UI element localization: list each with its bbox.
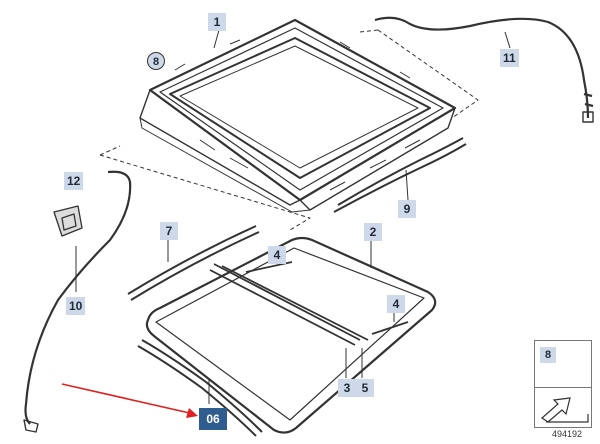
seal-strip-right	[333, 137, 467, 213]
legend-box: 8	[534, 340, 592, 428]
callout-1[interactable]: 1	[208, 13, 226, 31]
direction-arrow-icon	[541, 397, 589, 423]
front-seal	[137, 339, 263, 437]
highlight-arrow	[61, 383, 198, 418]
drain-hose-front	[23, 170, 132, 433]
callout-4-upper[interactable]: 4	[268, 246, 286, 264]
legend-part-number[interactable]: 8	[540, 347, 556, 363]
guide-lines	[99, 29, 479, 231]
leader-lines	[75, 29, 511, 404]
callout-8-circled[interactable]: 8	[147, 52, 165, 70]
callout-5[interactable]: 5	[356, 379, 374, 397]
callout-11[interactable]: 11	[500, 49, 519, 67]
legend-divider	[535, 387, 591, 388]
callout-3[interactable]: 3	[338, 379, 356, 397]
callout-7[interactable]: 7	[160, 222, 178, 240]
drain-hose-rear	[374, 16, 594, 123]
seal-strip-left	[127, 225, 260, 301]
glass-seal	[145, 236, 437, 434]
callout-10[interactable]: 10	[66, 297, 86, 315]
sunroof-frame	[139, 18, 457, 213]
callout-2[interactable]: 2	[364, 223, 382, 241]
callout-9[interactable]: 9	[398, 200, 416, 218]
callout-06-highlighted[interactable]: 06	[199, 408, 227, 430]
diagram-id: 494192	[552, 429, 583, 439]
callout-12[interactable]: 12	[64, 172, 84, 190]
hose-clip	[53, 205, 83, 237]
callout-4-lower[interactable]: 4	[387, 295, 405, 313]
cross-rails	[209, 263, 369, 346]
